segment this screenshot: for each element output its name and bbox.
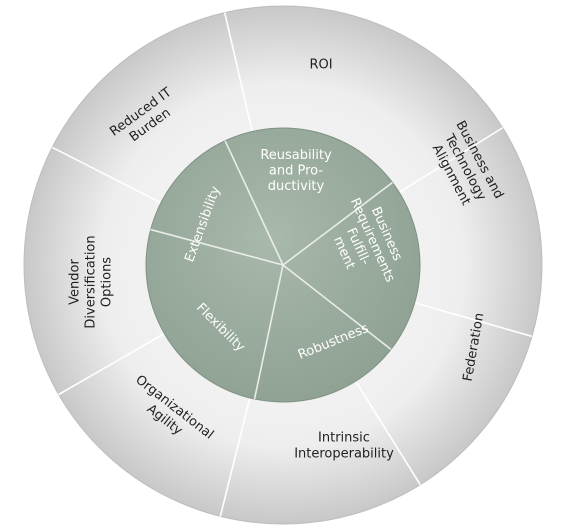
outer-segment-line: Interoperability (294, 447, 394, 462)
inner-segment-line: ductivity (268, 179, 325, 194)
inner-segment-line: Reusability (260, 148, 332, 163)
outer-ring-divider (58, 332, 165, 396)
outer-ring-divider (223, 12, 253, 132)
inner-circle-divider (150, 228, 284, 266)
outer-segment-line: Options (100, 257, 115, 307)
inner-circle-divider (282, 181, 393, 266)
outer-segment-label: VendorDiversificationOptions (68, 235, 115, 328)
inner-circle-divider (282, 264, 392, 350)
outer-ring-divider (219, 397, 251, 517)
outer-ring-divider (398, 127, 504, 194)
inner-segment-line: and Pro- (269, 164, 323, 179)
outer-segment-line: Intrinsic (318, 431, 370, 446)
outer-segment-line: Vendor (68, 259, 83, 305)
outer-ring-divider (51, 146, 162, 204)
inner-circle-divider (224, 140, 284, 266)
outer-ring-divider (414, 301, 533, 338)
outer-segment-line: ROI (309, 58, 332, 73)
inner-circle-divider (253, 264, 284, 400)
outer-segment-line: Diversification (84, 235, 99, 328)
outer-ring-divider (354, 380, 421, 486)
outer-segment-label: ROI (309, 58, 332, 73)
